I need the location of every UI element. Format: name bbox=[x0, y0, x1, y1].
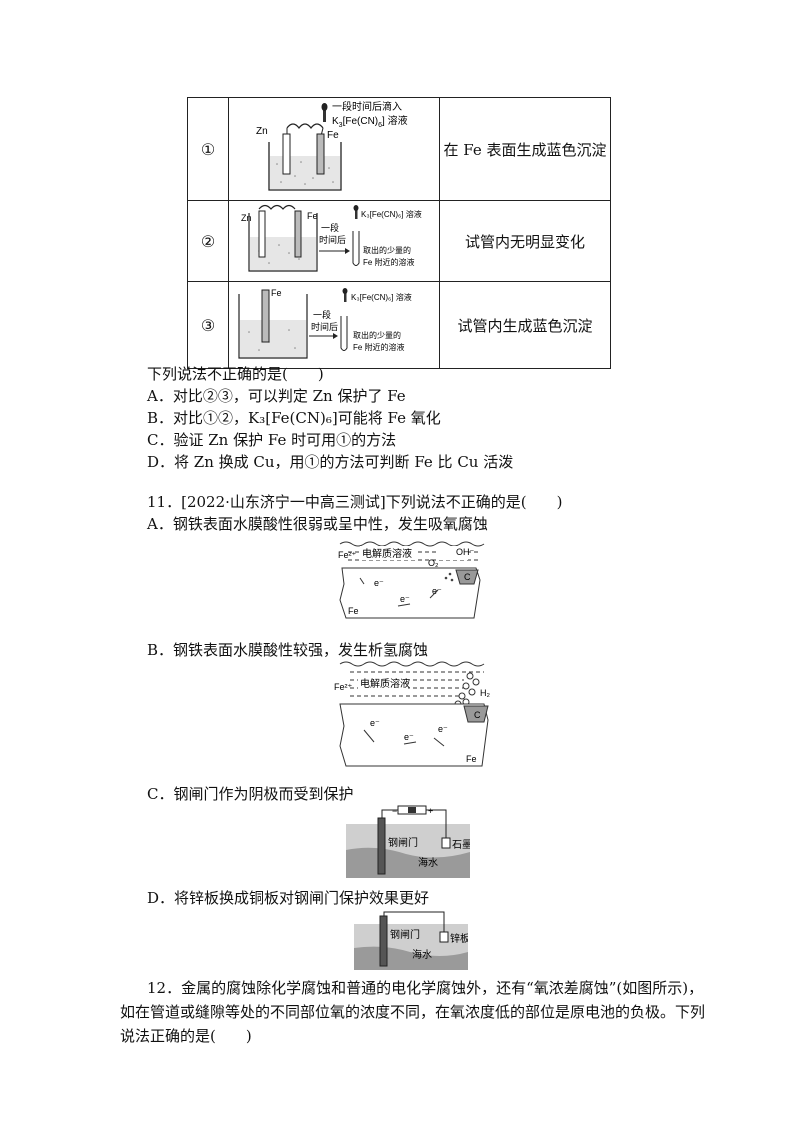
svg-text:一段: 一段 bbox=[313, 309, 331, 320]
question-stem: 下列说法不正确的是( ) bbox=[147, 365, 324, 383]
option-a: A．钢铁表面水膜酸性很弱或呈中性，发生吸氧腐蚀 bbox=[147, 515, 488, 533]
experiment-figure-2: Zn Fe 一段 时间后 K₃[Fe(CN)₆] 溶液 取出的少量的 Fe 附近… bbox=[228, 200, 440, 282]
svg-text:石墨: 石墨 bbox=[452, 839, 470, 851]
option-a: A．对比②③，可以判定 Zn 保护了 Fe bbox=[147, 387, 406, 405]
svg-text:e⁻: e⁻ bbox=[438, 724, 448, 734]
svg-text:钢闸门: 钢闸门 bbox=[390, 928, 420, 941]
question-12-line-2: 如在管道或缝隙等处的不同部位氧的浓度不同，在氧浓度低的部位是原电池的负极。下列 bbox=[120, 1003, 706, 1021]
svg-text:Fe²⁺: Fe²⁺ bbox=[334, 682, 353, 692]
question-text: 下列说法不正确的是( ) bbox=[385, 493, 563, 511]
svg-text:Fe 附近的溶液: Fe 附近的溶液 bbox=[353, 342, 405, 352]
svg-text:C: C bbox=[474, 710, 481, 720]
svg-text:C: C bbox=[464, 572, 471, 582]
result-1: 在 Fe 表面生成蓝色沉淀 bbox=[439, 97, 611, 201]
svg-text:Fe: Fe bbox=[271, 288, 282, 298]
experiment-table: ① 一段时间后滴入 K3[Fe(CN)6] 溶液 bbox=[187, 97, 611, 369]
row-number: ② bbox=[187, 200, 229, 282]
svg-text:K₃[Fe(CN)₆] 溶液: K₃[Fe(CN)₆] 溶液 bbox=[351, 292, 412, 302]
sluice-gate-cathode-figure: − + 钢闸门 石墨 海水 bbox=[346, 805, 470, 878]
svg-text:时间后: 时间后 bbox=[311, 321, 338, 332]
svg-text:Zn: Zn bbox=[256, 126, 268, 137]
svg-text:e⁻: e⁻ bbox=[404, 732, 414, 742]
svg-text:e⁻: e⁻ bbox=[374, 578, 384, 588]
row-number: ③ bbox=[187, 281, 229, 369]
svg-text:取出的少量的: 取出的少量的 bbox=[353, 330, 401, 340]
option-c: C．验证 Zn 保护 Fe 时可用①的方法 bbox=[147, 431, 397, 449]
svg-text:锌板: 锌板 bbox=[450, 932, 468, 945]
svg-text:Fe 附近的溶液: Fe 附近的溶液 bbox=[363, 257, 415, 267]
svg-text:Fe: Fe bbox=[348, 606, 359, 616]
svg-text:Fe: Fe bbox=[466, 754, 477, 764]
table-row: ③ Fe 一段 时间后 K₃[Fe(CN)₆] 溶液 取出的少量的 Fe 附近的… bbox=[187, 281, 611, 369]
svg-text:+: + bbox=[428, 806, 433, 816]
svg-text:Fe²⁺: Fe²⁺ bbox=[338, 550, 357, 560]
option-b: B．对比①②，K₃[Fe(CN)₆]可能将 Fe 氧化 bbox=[147, 409, 441, 427]
option-d: D．将锌板换成铜板对钢闸门保护效果更好 bbox=[147, 889, 430, 907]
svg-text:e⁻: e⁻ bbox=[370, 718, 380, 728]
svg-text:电解质溶液: 电解质溶液 bbox=[362, 547, 412, 560]
svg-text:取出的少量的: 取出的少量的 bbox=[363, 245, 411, 255]
svg-text:K3[Fe(CN)6] 溶液: K3[Fe(CN)6] 溶液 bbox=[332, 114, 408, 129]
svg-text:海水: 海水 bbox=[412, 948, 432, 961]
svg-text:−: − bbox=[392, 806, 397, 816]
question-12-line-1: 12．金属的腐蚀除化学腐蚀和普通的电化学腐蚀外，还有“氧浓差腐蚀”(如图所示)， bbox=[147, 979, 704, 997]
table-row: ② Zn Fe 一段 时间后 K₃[Fe(CN)₆] 溶液 取出的少量的 bbox=[187, 200, 611, 282]
svg-text:O₂: O₂ bbox=[428, 558, 439, 568]
sluice-gate-zinc-figure: 钢闸门 锌板 海水 bbox=[354, 911, 468, 970]
experiment-figure-3: Fe 一段 时间后 K₃[Fe(CN)₆] 溶液 取出的少量的 Fe 附近的溶液 bbox=[228, 281, 440, 369]
svg-text:一段: 一段 bbox=[321, 222, 339, 233]
svg-text:Fe: Fe bbox=[307, 211, 318, 221]
svg-text:钢闸门: 钢闸门 bbox=[388, 836, 418, 849]
svg-text:电解质溶液: 电解质溶液 bbox=[360, 677, 410, 690]
svg-text:OH⁻: OH⁻ bbox=[456, 547, 475, 557]
svg-text:Fe: Fe bbox=[327, 130, 339, 141]
svg-text:K₃[Fe(CN)₆] 溶液: K₃[Fe(CN)₆] 溶液 bbox=[361, 209, 422, 219]
svg-text:海水: 海水 bbox=[418, 856, 438, 869]
svg-text:时间后: 时间后 bbox=[319, 234, 346, 245]
svg-text:H₂: H₂ bbox=[480, 688, 490, 698]
question-source: [2022·山东济宁一中高三测试] bbox=[181, 493, 386, 511]
question-11-stem: 11．[2022·山东济宁一中高三测试]下列说法不正确的是( ) bbox=[147, 492, 562, 512]
experiment-figure-1: 一段时间后滴入 K3[Fe(CN)6] 溶液 Zn Fe bbox=[228, 97, 440, 201]
svg-text:Zn: Zn bbox=[241, 213, 252, 223]
table-row: ① 一段时间后滴入 K3[Fe(CN)6] 溶液 bbox=[187, 97, 611, 201]
result-3: 试管内生成蓝色沉淀 bbox=[439, 281, 611, 369]
option-b: B．钢铁表面水膜酸性较强，发生析氢腐蚀 bbox=[147, 641, 429, 659]
svg-text:e⁻: e⁻ bbox=[400, 594, 410, 604]
row-number: ① bbox=[187, 97, 229, 201]
svg-text:一段时间后滴入: 一段时间后滴入 bbox=[332, 100, 402, 113]
option-c: C．钢闸门作为阴极而受到保护 bbox=[147, 785, 354, 803]
question-12-line-3: 说法正确的是( ) bbox=[120, 1027, 252, 1045]
hydrogen-corrosion-figure: 电解质溶液 Fe²⁺ H₂ C e⁻ e⁻ e⁻ Fe bbox=[334, 661, 490, 767]
option-d: D．将 Zn 换成 Cu，用①的方法可判断 Fe 比 Cu 活泼 bbox=[147, 453, 514, 471]
result-2: 试管内无明显变化 bbox=[439, 200, 611, 282]
question-number: 11． bbox=[147, 493, 182, 511]
oxygen-corrosion-figure: 电解质溶液 OH⁻ Fe²⁺ O₂ C e⁻ e⁻ e⁻ Fe bbox=[338, 541, 485, 619]
